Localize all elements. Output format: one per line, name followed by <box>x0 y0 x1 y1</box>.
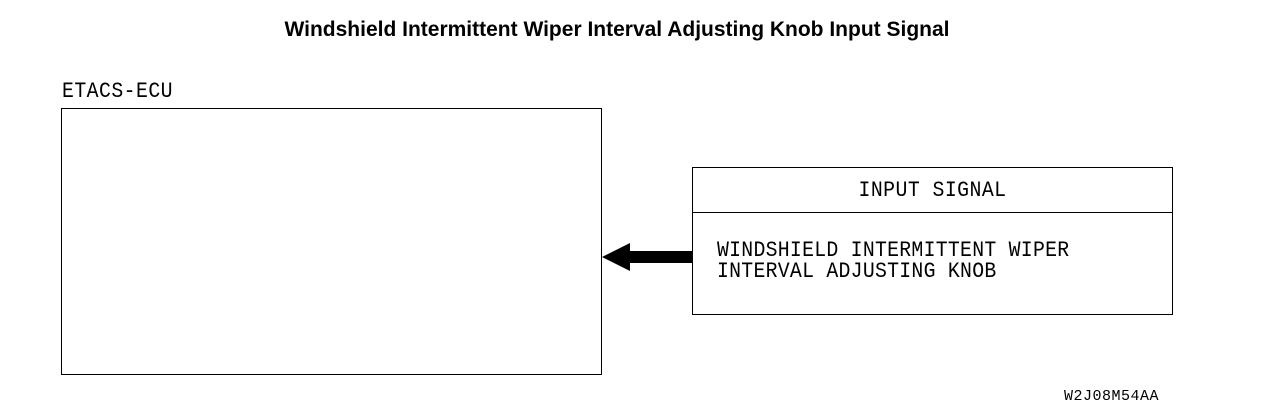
ecu-box <box>61 108 602 375</box>
input-signal-header-text: INPUT SIGNAL <box>858 178 1007 203</box>
signal-arrow-icon <box>602 243 692 271</box>
diagram-title: Windshield Intermittent Wiper Interval A… <box>284 18 950 41</box>
figure-code: W2J08M54AA <box>1064 388 1160 405</box>
input-signal-header: INPUT SIGNAL <box>693 168 1172 213</box>
input-signal-box: INPUT SIGNAL WINDSHIELD INTERMITTENT WIP… <box>692 167 1173 315</box>
input-signal-line-1: WINDSHIELD INTERMITTENT WIPER <box>717 238 1070 263</box>
ecu-label: ETACS-ECU <box>62 79 173 104</box>
input-signal-line-2: INTERVAL ADJUSTING KNOB <box>717 259 997 284</box>
